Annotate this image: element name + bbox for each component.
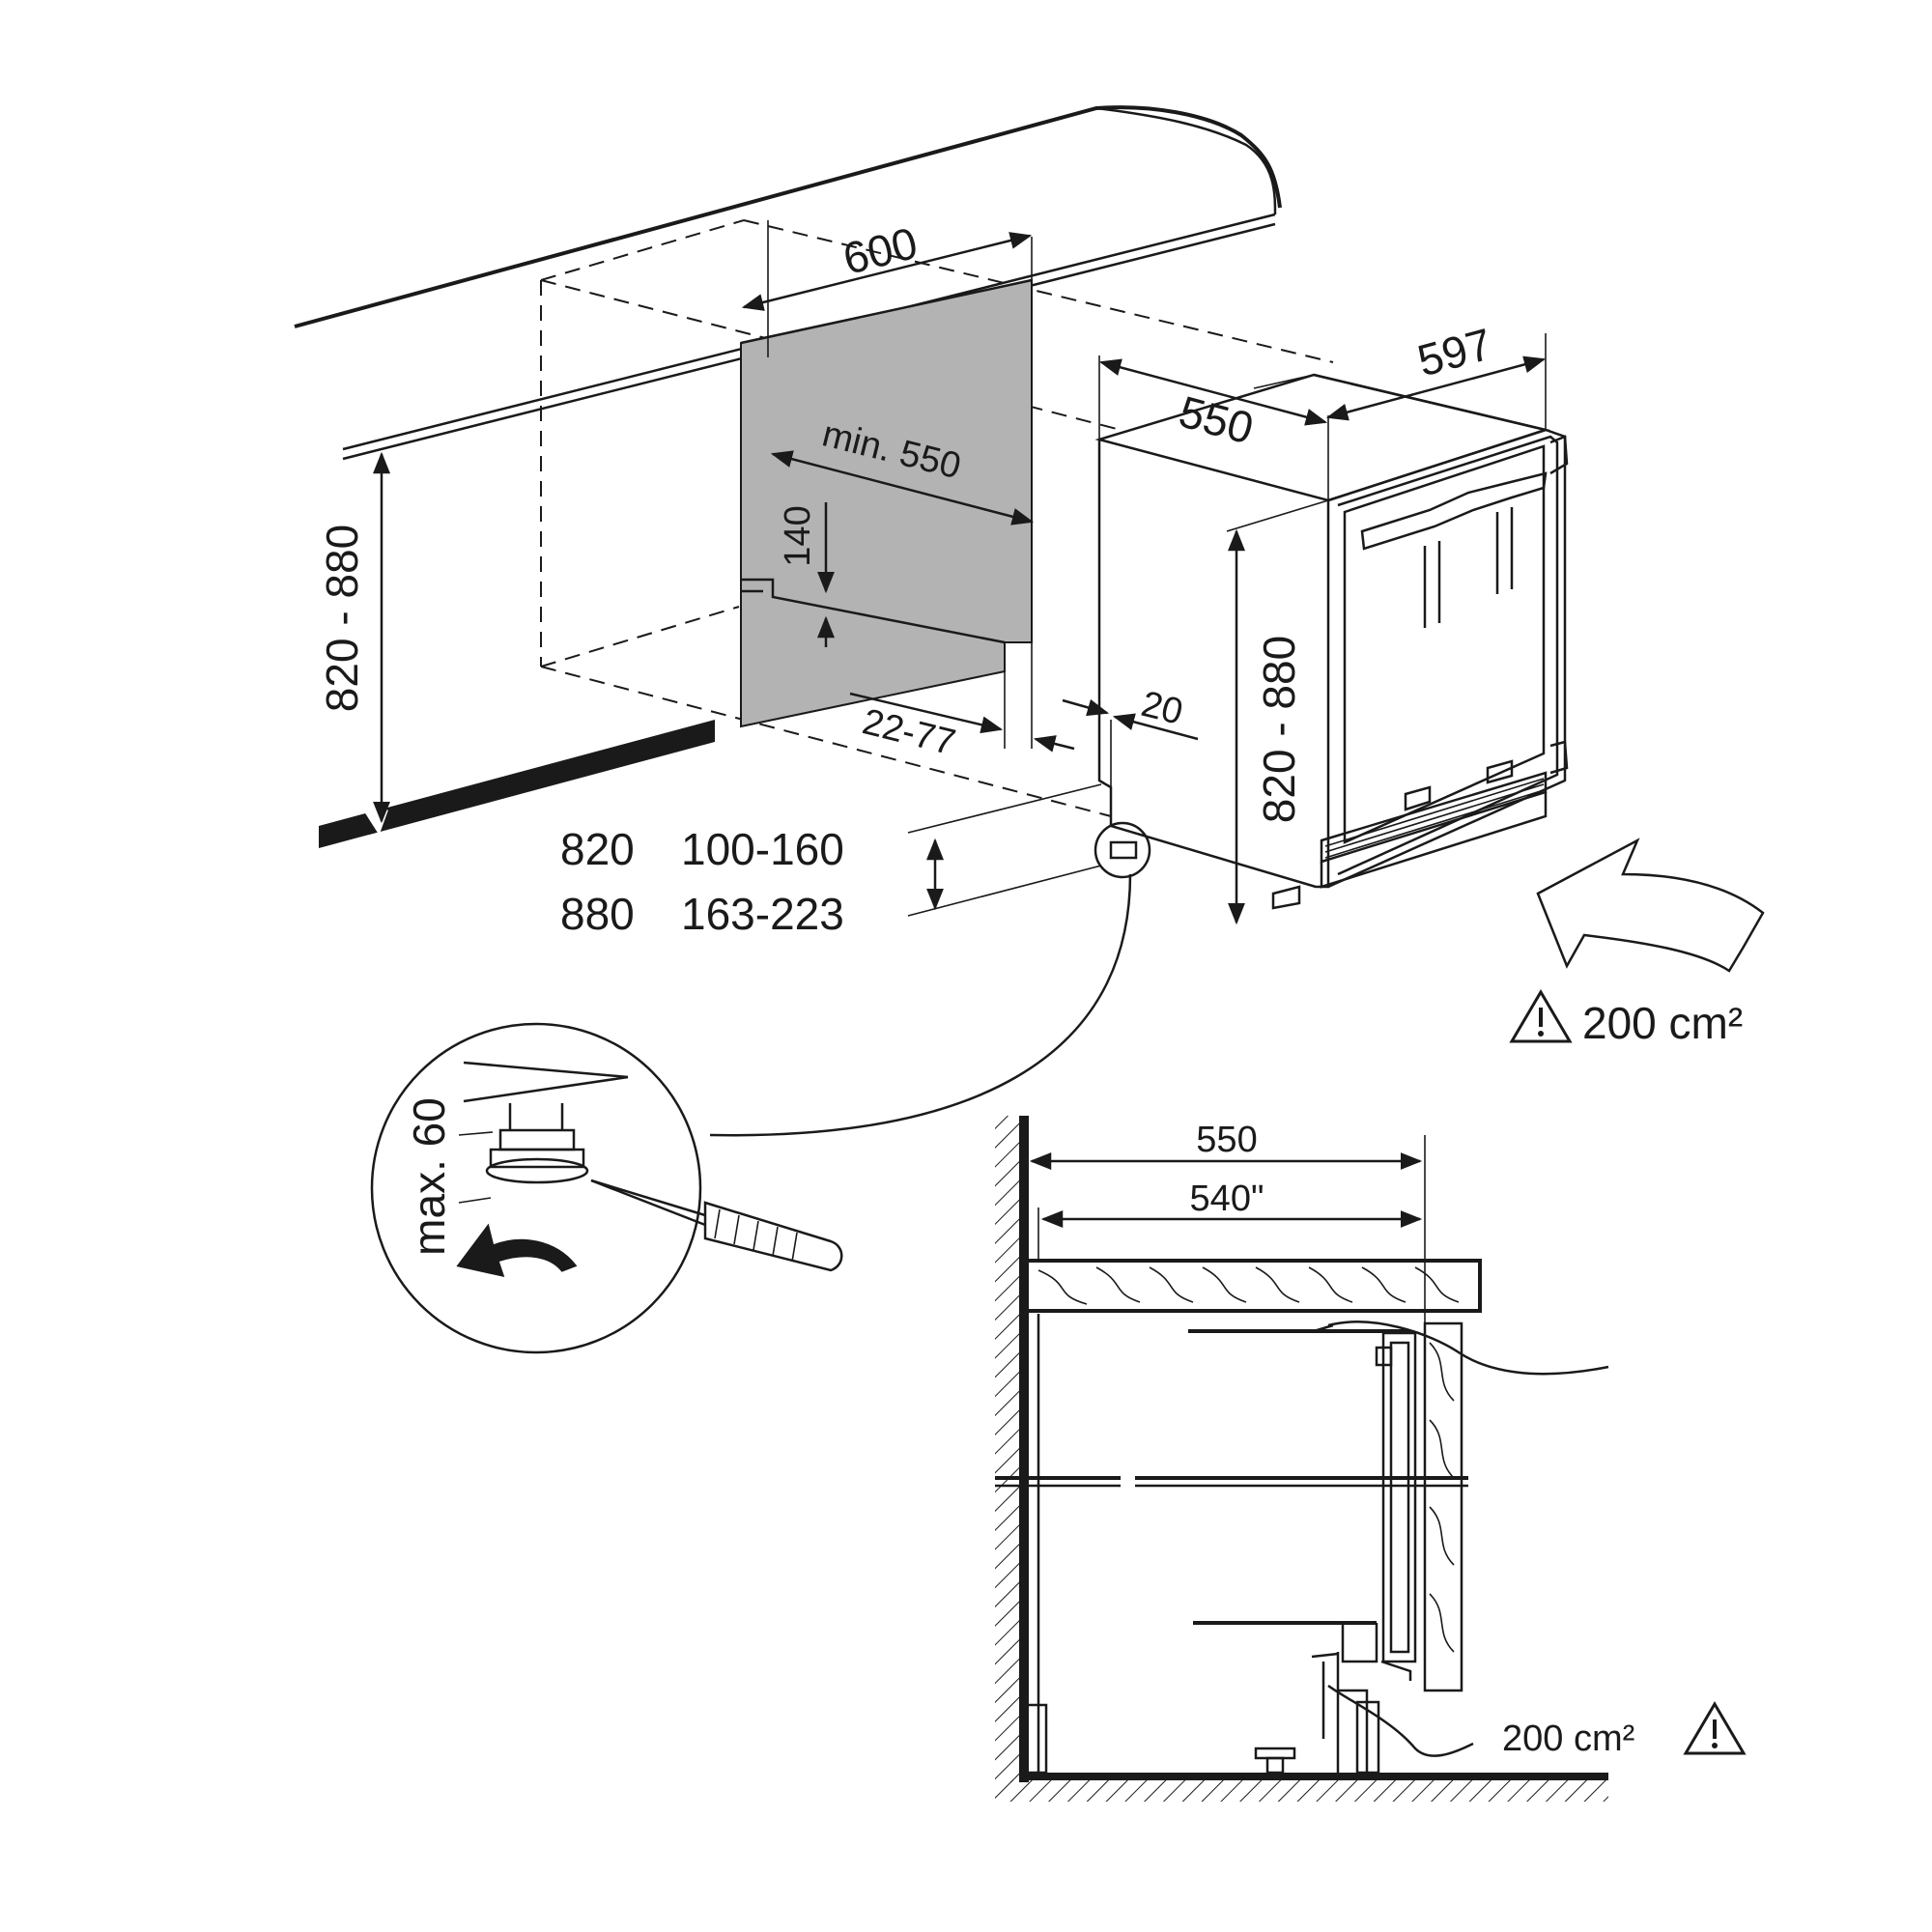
foot-detail: max. 60 xyxy=(370,873,1132,1354)
plinth-row-2-range: 163-223 xyxy=(681,889,844,939)
warning-triangle-icon xyxy=(1683,1701,1747,1755)
plinth-row-2-height: 880 xyxy=(560,889,635,939)
niche-height-label: 820 - 880 xyxy=(317,525,367,712)
appliance-height-label: 820 - 880 xyxy=(1254,636,1304,823)
section-depth-dimension: 550 xyxy=(1029,1120,1426,1323)
door-gap-dimension: 20 xyxy=(1062,684,1199,787)
niche-back-wall xyxy=(740,278,1033,728)
plinth-height-table: 820 100-160 880 163-223 xyxy=(560,783,1102,939)
section-inner-depth-label: 540" xyxy=(1190,1179,1264,1219)
niche-vent-height-label: 140 xyxy=(778,505,818,566)
section-inner-depth-dimension: 540" xyxy=(1037,1179,1423,1261)
foot-detail-label: max. 60 xyxy=(404,1097,454,1256)
screwdriver-icon xyxy=(590,1179,843,1272)
warning-triangle-icon xyxy=(1509,989,1573,1043)
niche-vent-height-dimension: 140 xyxy=(778,502,835,647)
plinth-row-1-range: 100-160 xyxy=(681,824,844,874)
plinth-depth-label: 22-77 xyxy=(859,701,959,763)
niche-height-dimension: 820 - 880 xyxy=(317,451,390,824)
rotate-arrow-icon xyxy=(456,1223,578,1278)
appliance-body xyxy=(1094,373,1569,910)
section-vent-warning: 200 cm² xyxy=(1502,1701,1747,1759)
vent-warning-label: 200 cm² xyxy=(1582,998,1743,1048)
niche-width-label: 600 xyxy=(838,217,923,284)
vent-warning: 200 cm² xyxy=(1509,989,1743,1048)
airflow-arrow-icon xyxy=(1536,838,1765,973)
door-gap-label: 20 xyxy=(1137,684,1186,733)
appliance-height-dimension: 820 - 880 xyxy=(1226,499,1329,925)
section-depth-label: 550 xyxy=(1196,1120,1257,1160)
section-vent-warning-label: 200 cm² xyxy=(1502,1719,1634,1759)
appliance-width-dimension: 597 xyxy=(1253,318,1547,430)
floor-plinth xyxy=(319,720,715,848)
section-view xyxy=(995,1116,1609,1802)
plinth-row-1-height: 820 xyxy=(560,824,635,874)
